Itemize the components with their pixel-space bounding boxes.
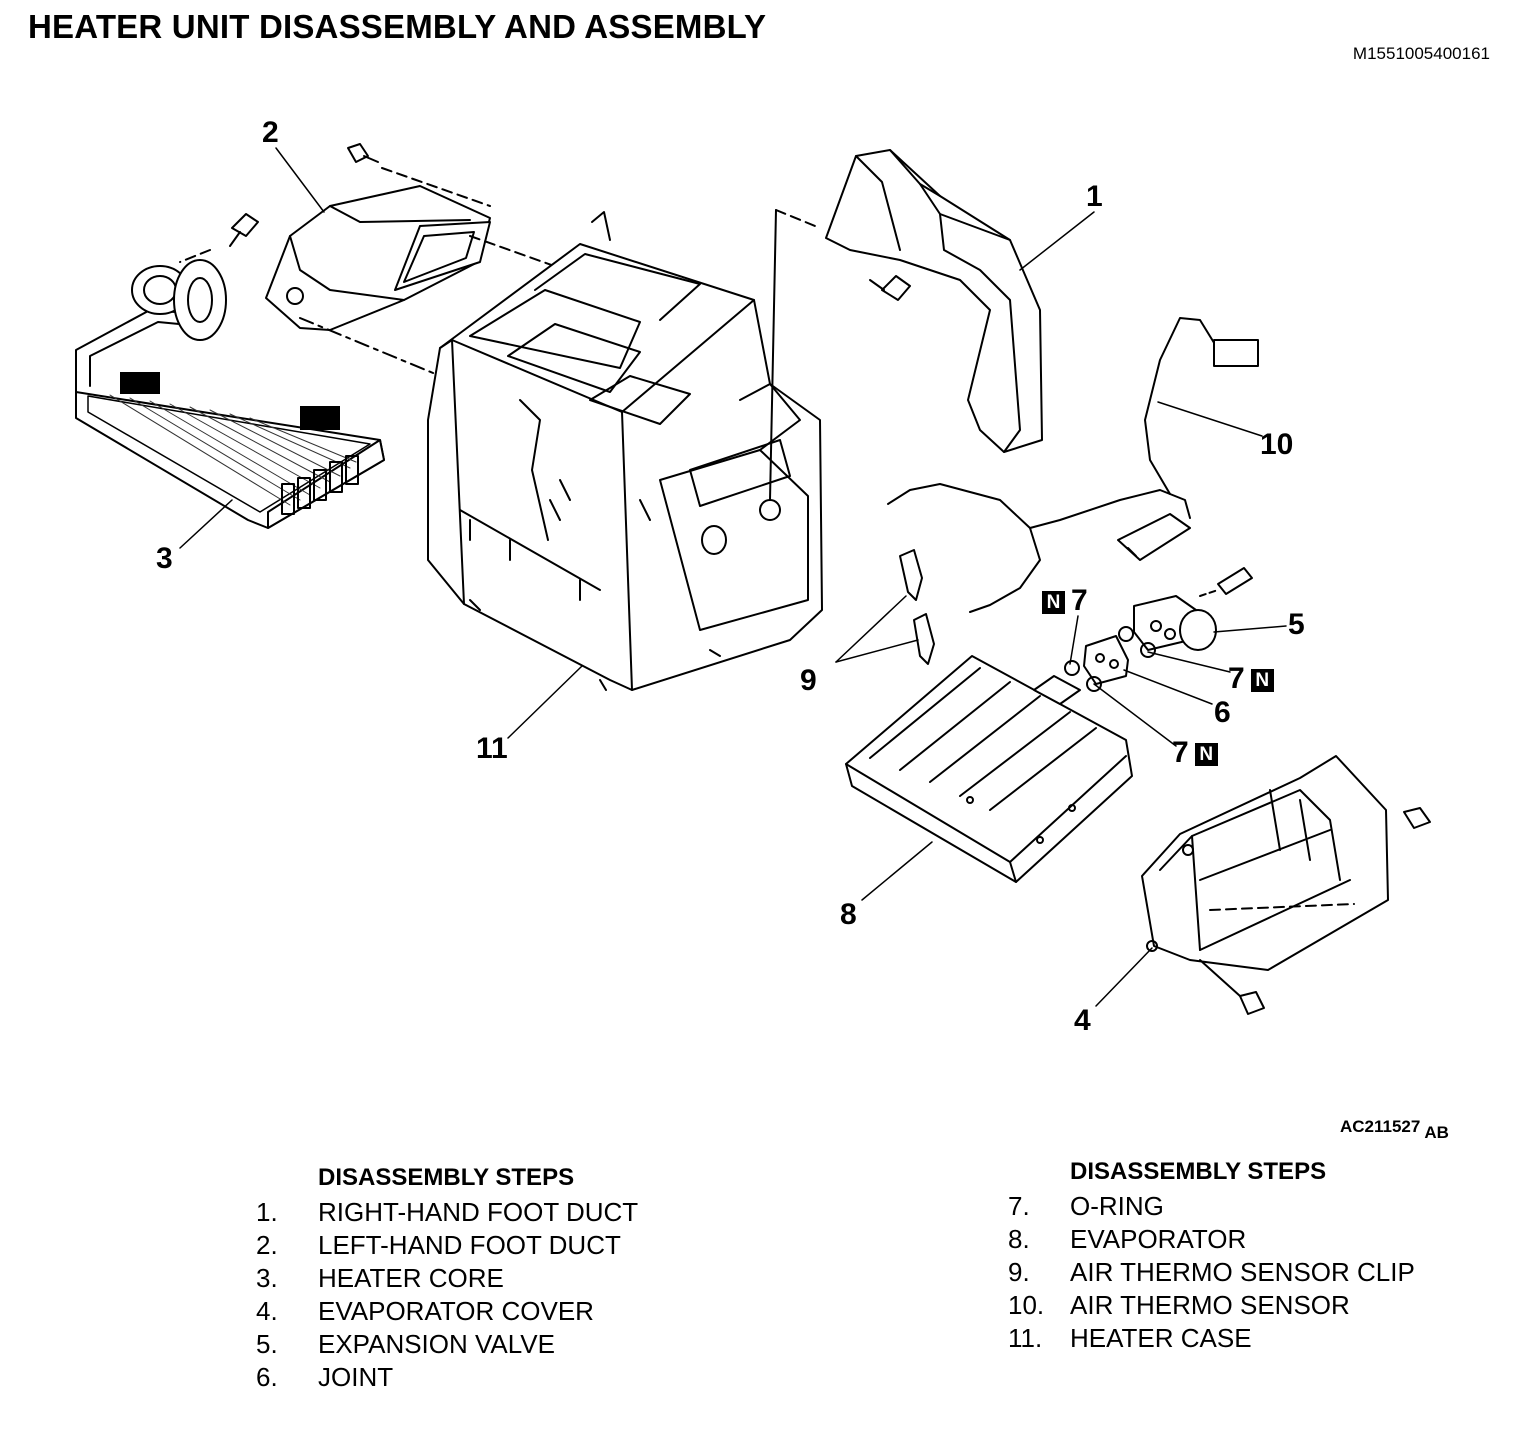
air-thermo-sensor-clip-drawing: [899, 549, 935, 665]
heater-core-drawing: [75, 213, 385, 529]
step-row: 11.HEATER CASE: [1008, 1323, 1252, 1353]
step-row: 8.EVAPORATOR: [1008, 1224, 1247, 1254]
document-id: M1551005400161: [1352, 44, 1490, 63]
callout-10: 10: [1260, 428, 1294, 461]
air-thermo-sensor-drawing: [887, 317, 1259, 613]
new-part-mark-badge: N: [1250, 668, 1274, 692]
callout-3: 3: [156, 542, 173, 575]
exploded-view-drawing: [75, 143, 1431, 1015]
new-part-mark-badge: N: [1194, 742, 1218, 766]
step-row: 10.AIR THERMO SENSOR: [1008, 1290, 1350, 1320]
callout-5: 5: [1288, 608, 1305, 641]
step-row: 3.HEATER CORE: [256, 1263, 504, 1293]
callout-9: 9: [800, 664, 817, 697]
page-title: HEATER UNIT DISASSEMBLY AND ASSEMBLY: [28, 8, 767, 45]
step-row: 4.EVAPORATOR COVER: [256, 1296, 594, 1326]
steps-heading: DISASSEMBLY STEPS: [318, 1164, 575, 1191]
step-row: 2.LEFT-HAND FOOT DUCT: [256, 1230, 621, 1260]
step-row: 1.RIGHT-HAND FOOT DUCT: [256, 1197, 639, 1227]
heater-case-drawing: [427, 209, 823, 691]
step-row: 6.JOINT: [256, 1362, 394, 1392]
leader-lines: [179, 147, 1287, 1007]
step-row: 5.EXPANSION VALVE: [256, 1329, 555, 1359]
new-part-mark-badge: N: [1042, 590, 1065, 614]
expansion-valve-drawing: [1133, 567, 1253, 651]
step-row: 9.AIR THERMO SENSOR CLIP: [1008, 1257, 1415, 1287]
callout-11: 11: [476, 732, 508, 765]
joint-drawing: [1083, 635, 1129, 685]
evaporator-drawing: [845, 655, 1133, 883]
callout-8: 8: [840, 898, 857, 931]
right-hand-foot-duct-drawing: [825, 149, 1043, 453]
step-row: 7.O-RING: [1008, 1191, 1164, 1221]
evaporator-cover-drawing: [1141, 755, 1431, 1015]
disassembly-steps-right: DISASSEMBLY STEPS 7.O-RING 8.EVAPORATOR …: [1008, 1158, 1415, 1355]
callout-2: 2: [262, 116, 279, 149]
callout-6: 6: [1214, 696, 1231, 729]
o-ring-drawing: [1064, 626, 1156, 692]
disassembly-steps-left: DISASSEMBLY STEPS 1.RIGHT-HAND FOOT DUCT…: [256, 1164, 638, 1394]
left-hand-foot-duct-drawing: [265, 143, 561, 381]
steps-heading: DISASSEMBLY STEPS: [1070, 1158, 1327, 1185]
callout-4: 4: [1074, 1004, 1091, 1037]
callout-1: 1: [1086, 180, 1103, 213]
